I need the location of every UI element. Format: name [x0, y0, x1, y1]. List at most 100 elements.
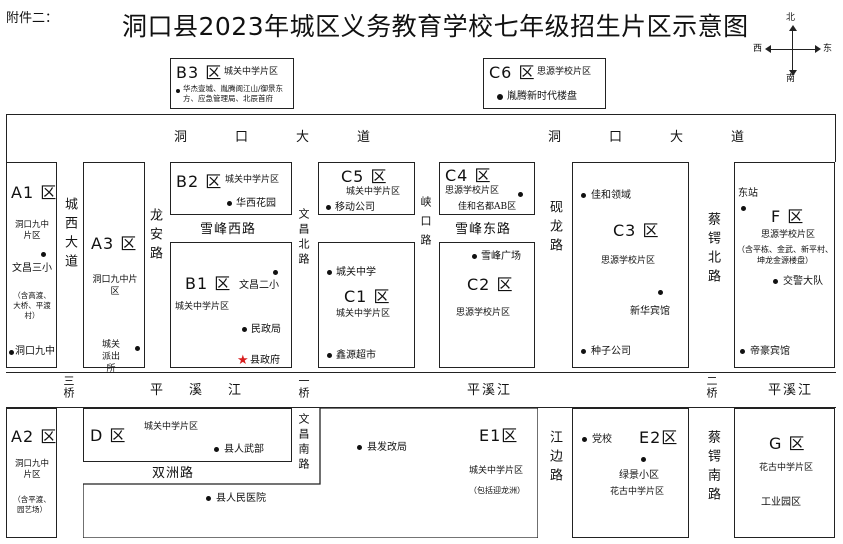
compass: 北 南 西 东: [753, 14, 833, 84]
zone-code: B1 区: [185, 274, 232, 293]
poi-label: 县人武部: [224, 444, 264, 455]
poi-label: 种子公司: [591, 346, 631, 357]
poi-label: 工业园区: [761, 497, 801, 508]
road-dongkou-west: 洞口大道: [174, 130, 419, 145]
river-pingxi-west: 平溪江: [150, 383, 268, 398]
poi-label: 县人民医院: [216, 493, 266, 504]
poi-label: 华西花园: [236, 198, 276, 209]
zone-school: 思源学校片区: [601, 256, 656, 266]
road-xuefeng-west: 雪峰西路: [200, 222, 257, 237]
poi-label: 党校: [592, 434, 612, 445]
zone-c6: C6 区 思源学校片区 胤腾新时代楼盘: [483, 58, 606, 109]
road-yanlong: 砚龙路: [547, 200, 562, 257]
road-chengxi: 城西大道: [62, 197, 77, 273]
zone-school: 花古中学片区: [759, 463, 814, 473]
zone-school: 洞口九中片区: [14, 459, 49, 481]
zone-code: A2 区: [11, 427, 58, 446]
poi-label: 新华宾馆: [630, 306, 670, 317]
zone-b3: B3 区 城关中学片区 华杰壹城、胤腾阆江山/御景东方、应急管理局、北辰首府: [170, 58, 294, 109]
road-edge-top: [6, 114, 836, 116]
road-wenchang-north: 文昌北路: [297, 208, 310, 268]
road-longan: 龙安路: [147, 208, 162, 265]
zone-code: C1 区: [344, 287, 391, 306]
zone-school: 思源学校片区: [445, 186, 500, 196]
zone-desc: （包括迎龙洲）: [469, 486, 525, 495]
zone-f: 东站 F 区 思源学校片区 （含平栋、金武、新平村、坤龙金源楼盘） 交警大队 帝…: [734, 162, 835, 368]
zone-code: D 区: [90, 426, 127, 445]
zone-code: C5 区: [341, 167, 388, 186]
zone-d: D 区 城关中学片区 县人武部: [83, 408, 292, 462]
poi-label: 佳和名都AB区: [458, 202, 517, 212]
compass-east: 东: [823, 44, 833, 54]
zone-school: 城关中学片区: [225, 175, 280, 185]
road-caie-south: 蔡锷南路: [705, 430, 720, 506]
road-xuefeng-east: 雪峰东路: [455, 222, 512, 237]
zone-b1: B1 区 文昌二小 城关中学片区 民政局 ★ 县政府: [170, 242, 292, 368]
poi-label: 绿景小区: [619, 470, 659, 481]
zone-code: A3 区: [91, 234, 138, 253]
zone-c5: C5 区 城关中学片区 移动公司: [318, 162, 415, 215]
zone-school: 思源学校片区: [537, 67, 592, 77]
zone-code: A1 区: [11, 183, 58, 202]
zone-code: B2 区: [176, 172, 223, 191]
river-pingxi-east: 平溪江: [768, 383, 814, 398]
zone-a2: A2 区 洞口九中片区 （含平渡、园艺场）: [6, 408, 57, 538]
river-edge-top: [6, 372, 836, 374]
zone-code: C4 区: [445, 166, 492, 185]
zone-school: 城关中学片区: [175, 302, 230, 312]
zone-school: 城关中学片区: [224, 67, 279, 77]
zone-e1: 县发改局 E1区 城关中学片区 （包括迎龙洲） 县人民医院: [83, 408, 538, 538]
poi-label: 城关派出所: [101, 340, 120, 375]
road-wenchang-south: 文昌南路: [297, 413, 310, 473]
zone-school: 城关中学片区: [336, 309, 391, 319]
poi-label: 佳和领域: [591, 190, 631, 201]
zone-school: 思源学校片区: [456, 308, 511, 318]
star-icon: ★: [237, 353, 249, 368]
zone-code: C6 区: [489, 63, 536, 82]
road-dongkou-east: 洞口大道: [548, 130, 793, 145]
zone-code: F 区: [771, 207, 805, 226]
zone-c1: 城关中学 C1 区 城关中学片区 鑫源超市: [318, 242, 415, 368]
zone-desc: 华杰壹城、胤腾阆江山/御景东方、应急管理局、北辰首府: [183, 84, 284, 104]
road-caie-north: 蔡锷北路: [705, 212, 720, 288]
zone-c3: 佳和领域 C3 区 思源学校片区 新华宾馆 种子公司: [572, 162, 689, 368]
poi-label: 文昌二小: [239, 280, 279, 291]
compass-west: 西: [753, 44, 763, 54]
zone-desc: （含高渡、大桥、平渡村）: [13, 291, 51, 321]
poi-label: 东站: [738, 188, 758, 199]
zone-school: 城关中学片区: [144, 422, 199, 432]
road-shuangzhou: 双洲路: [152, 466, 195, 481]
zone-c2: 雪峰广场 C2 区 思源学校片区: [439, 242, 535, 368]
poi-label: 移动公司: [335, 202, 375, 213]
poi-label: 交警大队: [783, 276, 823, 287]
zone-school: 城关中学片区: [469, 466, 524, 476]
poi-label: 县政府: [250, 355, 280, 366]
zone-school: 思源学校片区: [761, 230, 816, 240]
zone-school: 城关中学片区: [346, 187, 401, 197]
zone-a3: A3 区 洞口九中片区 城关派出所: [83, 162, 145, 374]
zone-code: E1区: [479, 426, 519, 445]
attachment-label: 附件二：: [6, 11, 59, 26]
zone-school: 花古中学片区: [610, 487, 665, 497]
road-xiakou: 峡口路: [419, 196, 432, 253]
poi-label: 民政局: [251, 324, 281, 335]
zone-school: 洞口九中片区: [92, 275, 138, 298]
zone-g: G 区 花古中学片区 工业园区: [734, 408, 835, 538]
zone-school: 洞口九中片区: [14, 220, 49, 242]
bridge-yiqiao: 一桥: [297, 375, 310, 399]
poi-label: 县发改局: [367, 442, 407, 453]
zone-c4: C4 区 思源学校片区 佳和名都AB区: [439, 162, 535, 215]
poi-label: 帝豪宾馆: [750, 346, 790, 357]
zone-code: E2区: [639, 428, 679, 447]
poi-label: 洞口九中: [15, 346, 55, 357]
zone-code: C2 区: [467, 275, 514, 294]
zone-e2: 党校 E2区 绿景小区 花古中学片区: [572, 408, 689, 538]
zone-code: B3 区: [176, 63, 223, 82]
poi-label: 胤腾新时代楼盘: [507, 91, 577, 102]
poi-label: 文昌三小: [12, 263, 52, 274]
page-title: 洞口县2023年城区义务教育学校七年级招生片区示意图: [122, 12, 749, 41]
poi-label: 雪峰广场: [481, 251, 521, 262]
poi-label: 鑫源超市: [336, 350, 376, 361]
zone-b2: B2 区 城关中学片区 华西花园: [170, 162, 292, 215]
